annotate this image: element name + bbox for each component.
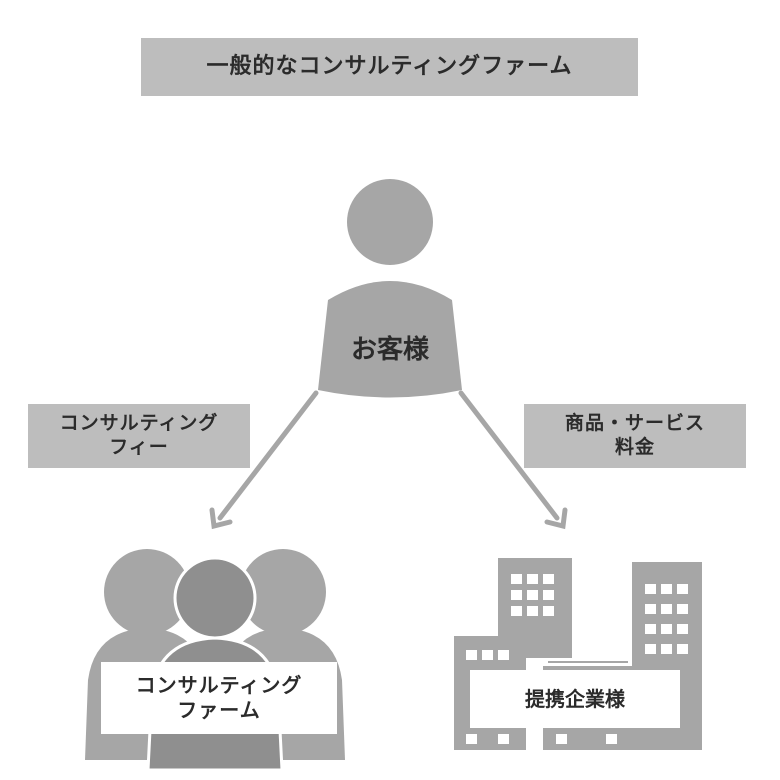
arrow-to-firm xyxy=(209,390,319,530)
page-title-text: 一般的なコンサルティングファーム xyxy=(206,53,573,80)
consulting-firm-line2: ファーム xyxy=(177,698,261,722)
consulting-firm-line1: コンサルティング xyxy=(135,673,303,697)
page-title: 一般的なコンサルティングファーム xyxy=(141,38,638,96)
partner-company-label: 提携企業様 xyxy=(470,670,680,728)
consulting-firm-label: コンサルティング ファーム xyxy=(101,662,337,734)
customer-label: お客様 xyxy=(320,320,460,380)
product-service-fee-line1: 商品・サービス xyxy=(564,412,705,435)
consulting-fee-line1: コンサルティング xyxy=(59,412,219,435)
partner-company-label-text: 提携企業様 xyxy=(525,686,625,711)
consulting-team-icon xyxy=(85,549,345,772)
arrow-to-partner xyxy=(458,390,568,530)
customer-person-icon xyxy=(318,179,462,398)
product-service-fee-label: 商品・サービス 料金 xyxy=(524,404,746,468)
consulting-fee-line2: フィー xyxy=(109,436,169,458)
product-service-fee-line2: 料金 xyxy=(614,436,655,458)
customer-label-text: お客様 xyxy=(350,334,429,365)
consulting-fee-label: コンサルティング フィー xyxy=(28,404,250,468)
